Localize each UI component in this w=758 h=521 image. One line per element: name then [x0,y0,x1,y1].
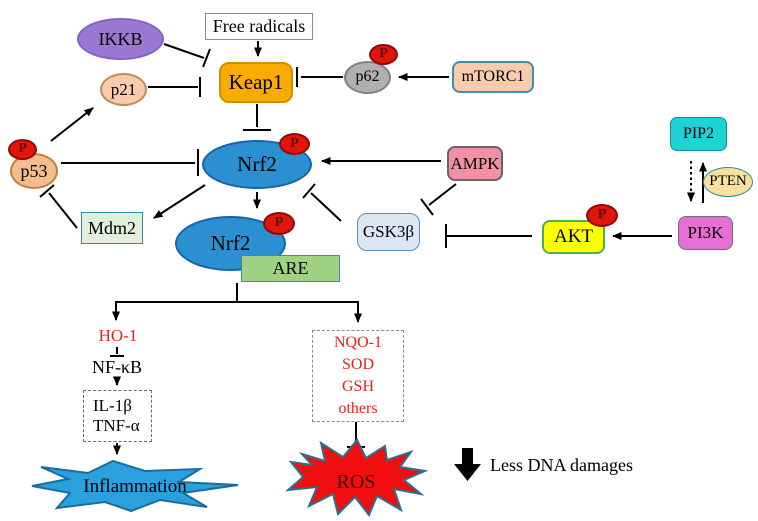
mtorc1-label: mTORC1 [461,67,525,85]
pi3k-node: PI3K [678,216,733,250]
cytokines-box: IL-1β TNF-α [83,390,152,442]
ros-starburst [284,438,429,517]
phospho-badge-nrf2-top: P [279,133,310,155]
inhibit-ampk-to-gsk3b-bar [420,198,434,216]
pten-node: PTEN [703,167,753,197]
inhibit-mdm2-to-p53-line [48,192,78,229]
free-radicals-label: Free radicals [212,16,306,37]
cytokine-il1b-label: IL-1β [93,396,132,415]
nrf2-top-node: Nrf2 [202,140,312,189]
pten-label: PTEN [709,173,747,190]
pip2-label: PIP2 [682,124,715,142]
thick-down-arrow [454,448,481,481]
nfkb-text: NF-κB [84,357,150,377]
phospho-label: P [379,46,388,62]
inhibit-gsk3b-to-nrf2-line [310,192,342,222]
ikkb-label: IKKB [98,28,143,49]
pip2-node: PIP2 [670,117,727,151]
inflammation-text: Inflammation [55,476,215,498]
mdm2-node: Mdm2 [81,212,143,244]
are-label: ARE [272,258,309,279]
p21-node: p21 [100,73,147,106]
ampk-label: AMPK [450,153,500,173]
phospho-badge-p53: P [8,139,37,160]
akt-label: AKT [553,226,594,248]
ampk-node: AMPK [447,146,503,181]
ikkb-node: IKKB [77,18,164,60]
antioxidant-sod-label: SOD [341,356,374,373]
akt-node: AKT [542,220,605,254]
arrow-nrf2-to-mdm2 [153,184,206,219]
gsk3b-node: GSK3β [357,213,420,251]
inflammation-label: Inflammation [83,476,187,497]
inflammation-starburst [31,459,239,513]
inhibit-ikkb-to-keap1-line [163,43,205,59]
mdm2-label: Mdm2 [87,217,136,238]
ros-label: ROS [336,470,376,493]
p62-node: p62 [344,61,391,94]
keap1-label: Keap1 [228,70,284,95]
arrow-p53-to-p21 [50,107,94,142]
ho1-label: HO-1 [98,325,138,345]
phospho-label: P [597,207,607,223]
antioxidants-box: NQO-1 SOD GSH others [312,330,404,422]
phospho-badge-p62: P [369,44,398,65]
nrf2-bottom-label: Nrf2 [210,231,251,256]
keap1-node: Keap1 [219,62,293,103]
phospho-label: P [290,135,299,151]
mtorc1-node: mTORC1 [452,61,534,93]
are-node: ARE [241,255,340,282]
p62-label: p62 [355,68,380,86]
ho1-text: HO-1 [90,326,146,345]
pi3k-label: PI3K [687,223,724,243]
antioxidant-gsh-label: GSH [341,378,374,395]
phospho-label: P [18,141,27,157]
ros-text: ROS [326,471,386,493]
inhibit-ampk-to-gsk3b-line [428,183,457,206]
nfkb-label: NF-κB [91,356,143,377]
cytokine-tnfa-label: TNF-α [93,416,140,435]
less-dna-damages-label: Less DNA damages [490,454,633,475]
antioxidant-others-label: others [338,400,378,417]
inhibit-ikkb-to-keap1-bar [202,48,211,68]
antioxidant-nqo1-label: NQO-1 [334,334,382,351]
nrf2-top-label: Nrf2 [237,152,277,177]
gsk3b-label: GSK3β [362,222,415,242]
inhibit-mdm2-to-p53-bar [39,184,55,198]
phospho-badge-nrf2-bottom: P [263,212,295,235]
p53-label: p53 [20,160,48,181]
p21-label: p21 [110,79,137,99]
phospho-label: P [274,215,284,231]
free-radicals-node: Free radicals [205,13,313,40]
inhibit-gsk3b-to-nrf2-bar [302,183,316,199]
phospho-badge-akt: P [586,204,618,227]
less-dna-damages-text: Less DNA damages [490,454,648,476]
